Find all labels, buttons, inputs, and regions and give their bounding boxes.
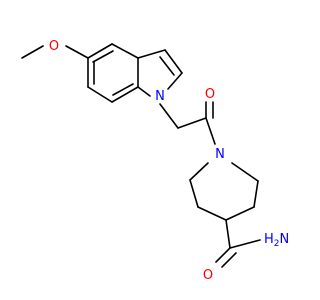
bond-co-n	[205, 117, 216, 145]
bond-p2	[164, 49, 183, 74]
bond-b4	[111, 86, 139, 103]
bond-b1	[87, 43, 113, 59]
amide-oxygen-label: O	[203, 268, 213, 283]
bond-p1	[137, 49, 166, 59]
amide-nitrogen-label: H2N	[264, 232, 289, 249]
bond-c4-camide	[225, 219, 231, 249]
bond-pip2	[189, 179, 199, 208]
bond-b1-inner	[92, 50, 114, 63]
bond-b4-inner	[112, 83, 134, 96]
bond-o-aryl	[65, 45, 89, 59]
bond-pip3	[197, 206, 227, 221]
bond-ch2-co	[177, 117, 207, 129]
bond-methyl-o	[21, 45, 44, 59]
methoxy-oxygen-label: O	[49, 39, 59, 54]
bond-p2-inner	[159, 56, 175, 76]
amide-h-subscript: 2	[274, 239, 280, 249]
bond-camide-o-a	[215, 247, 231, 263]
piperidine-nitrogen-label: N	[215, 147, 225, 162]
bond-camide-o-b	[221, 252, 237, 268]
amide-h-label: H	[264, 232, 274, 247]
molecule-diagram: O N O N O H2N	[21, 39, 289, 283]
bond-pip5	[253, 180, 259, 208]
bond-b5	[87, 86, 113, 103]
bond-p4	[137, 86, 151, 97]
carbonyl-oxygen-label: O	[205, 87, 215, 102]
structure-canvas: O N O N O H2N	[21, 39, 289, 283]
bond-pip4	[225, 206, 255, 221]
bond-camide-n	[229, 239, 261, 249]
bond-b2	[111, 43, 139, 59]
bond-n-ch2	[159, 103, 179, 129]
amide-n-label: N	[280, 232, 290, 247]
bond-p3	[167, 72, 183, 90]
bond-pip6	[231, 162, 259, 182]
bond-pip1	[189, 162, 209, 181]
indole-nitrogen-label: N	[155, 89, 165, 104]
